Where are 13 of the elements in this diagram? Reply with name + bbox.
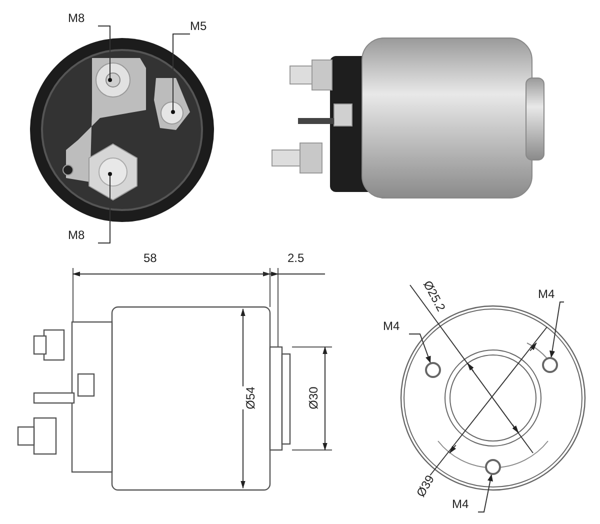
- leader-line: [98, 26, 112, 82]
- leader-line: [171, 34, 190, 114]
- thread-size-label: M4: [452, 496, 469, 512]
- leader-line: [549, 302, 564, 358]
- leader-line: [98, 172, 112, 244]
- thread-size-label: M5: [190, 18, 207, 34]
- thread-size-label: M4: [383, 318, 400, 334]
- leader-line: [408, 334, 431, 364]
- leader-line: [478, 474, 493, 512]
- thread-size-label: M8: [68, 10, 85, 26]
- dimension-label: Ø54: [242, 386, 258, 410]
- thread-size-label: M8: [68, 227, 85, 243]
- thread-size-label: M4: [538, 286, 555, 302]
